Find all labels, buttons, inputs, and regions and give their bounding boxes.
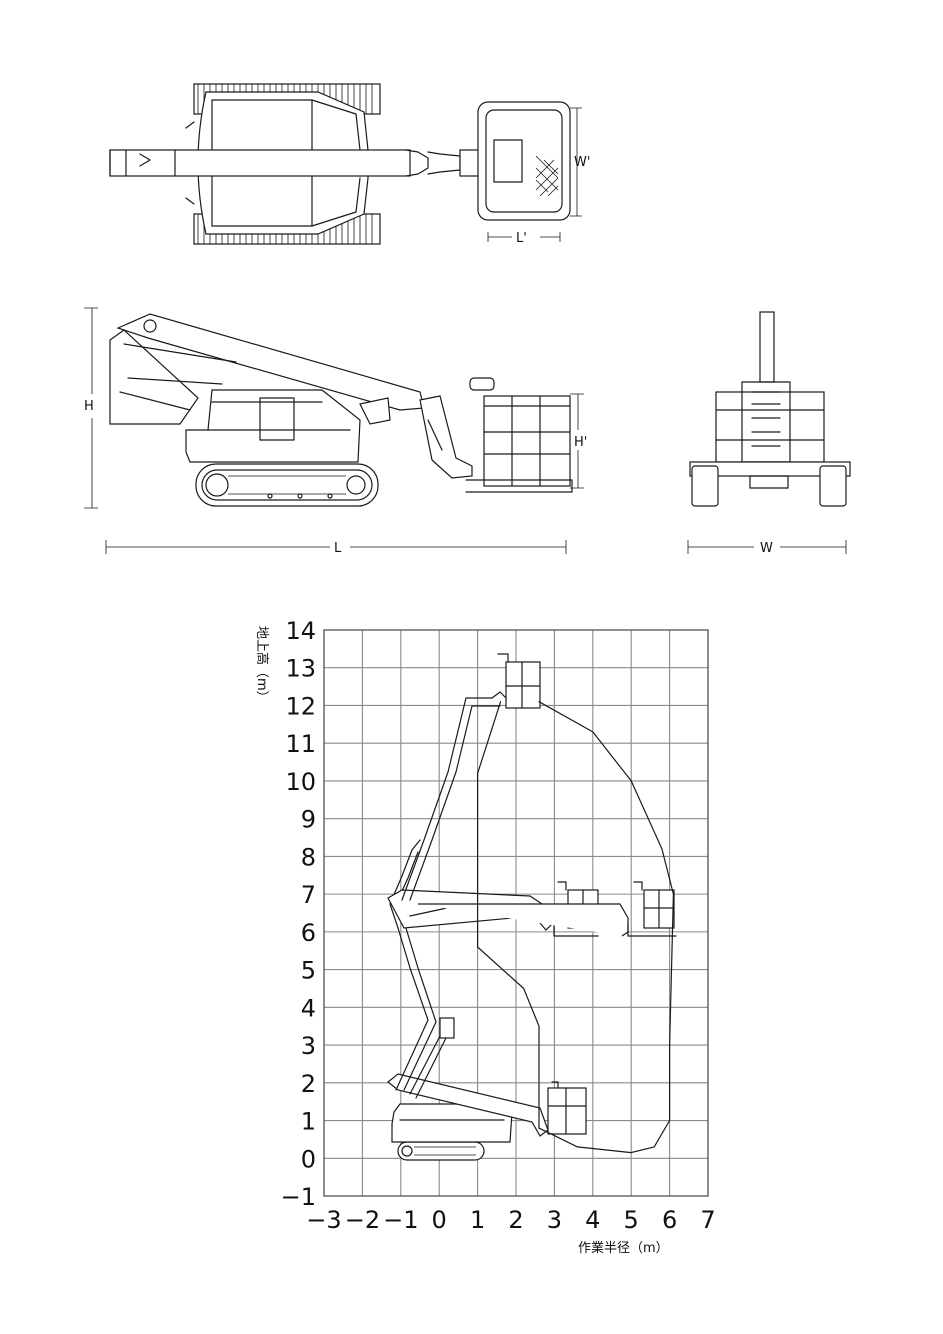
y-tick-label: 6 [301,919,316,947]
y-tick-label: −1 [281,1183,316,1211]
top-view-boom [109,149,487,177]
dim-w-prime-label: W' [574,155,590,170]
top-view-drawing: W' L' [109,83,590,246]
y-tick-label: 13 [285,655,316,683]
front-view-drawing: W [687,311,851,556]
front-view-platform [715,391,825,463]
dimension-w: W [687,540,847,556]
x-axis-label: 作業半径（m） [578,1240,669,1256]
y-tick-label: 5 [301,957,316,985]
side-view-drawing: H H' L [84,307,587,556]
x-tick-label: −3 [306,1206,341,1234]
x-tick-label: 6 [662,1206,677,1234]
y-tick-label: 10 [285,768,316,796]
y-tick-label: 3 [301,1032,316,1060]
chart-frame [323,629,709,1197]
front-view-left-track [691,465,719,507]
y-tick-label: 14 [285,617,316,645]
x-tick-label: 0 [432,1206,447,1234]
x-tick-label: 5 [624,1206,639,1234]
side-view-boom [109,313,473,479]
y-tick-label: 4 [301,994,316,1022]
x-tick-label: −2 [345,1206,380,1234]
y-tick-label: 1 [301,1108,316,1136]
dim-w-label: W [760,541,773,556]
y-tick-label: 7 [301,881,316,909]
dim-h-label: H [84,399,94,414]
dim-l-label: L [334,541,342,556]
working-envelope-outer [538,701,674,1154]
dim-l-prime-label: L' [516,231,527,246]
dimension-h: H [84,307,98,509]
y-tick-label: 9 [301,806,316,834]
y-tick-label: 0 [301,1145,316,1173]
dimension-w-prime: W' [570,107,590,217]
y-axis-label: 地上高（m） [254,626,270,704]
x-tick-label: 1 [470,1206,485,1234]
side-view-platform [465,377,573,493]
front-view-mast [759,311,775,383]
dimension-h-prime: H' [570,393,587,489]
y-tick-label: 8 [301,843,316,871]
dimension-l-prime: L' [487,231,561,246]
stowed-machine [387,1017,587,1161]
max-height-machine [401,653,541,901]
x-tick-label: 4 [585,1206,600,1234]
x-tick-label: −1 [383,1206,418,1234]
y-tick-label: 12 [285,692,316,720]
front-view-right-track [819,465,847,507]
side-view-body [185,389,361,463]
working-envelope-inner [477,701,540,1129]
mid-reach-machine [387,839,677,1091]
side-view-crawler [195,463,379,507]
x-tick-label: 3 [547,1206,562,1234]
y-tick-label: 2 [301,1070,316,1098]
x-tick-label: 2 [508,1206,523,1234]
dimension-l: L [105,540,567,556]
dim-h-prime-label: H' [574,435,587,450]
top-view-platform [477,101,571,221]
y-tick-label: 11 [285,730,316,758]
x-tick-label: 7 [700,1206,715,1234]
machine-silhouettes [387,653,677,1161]
